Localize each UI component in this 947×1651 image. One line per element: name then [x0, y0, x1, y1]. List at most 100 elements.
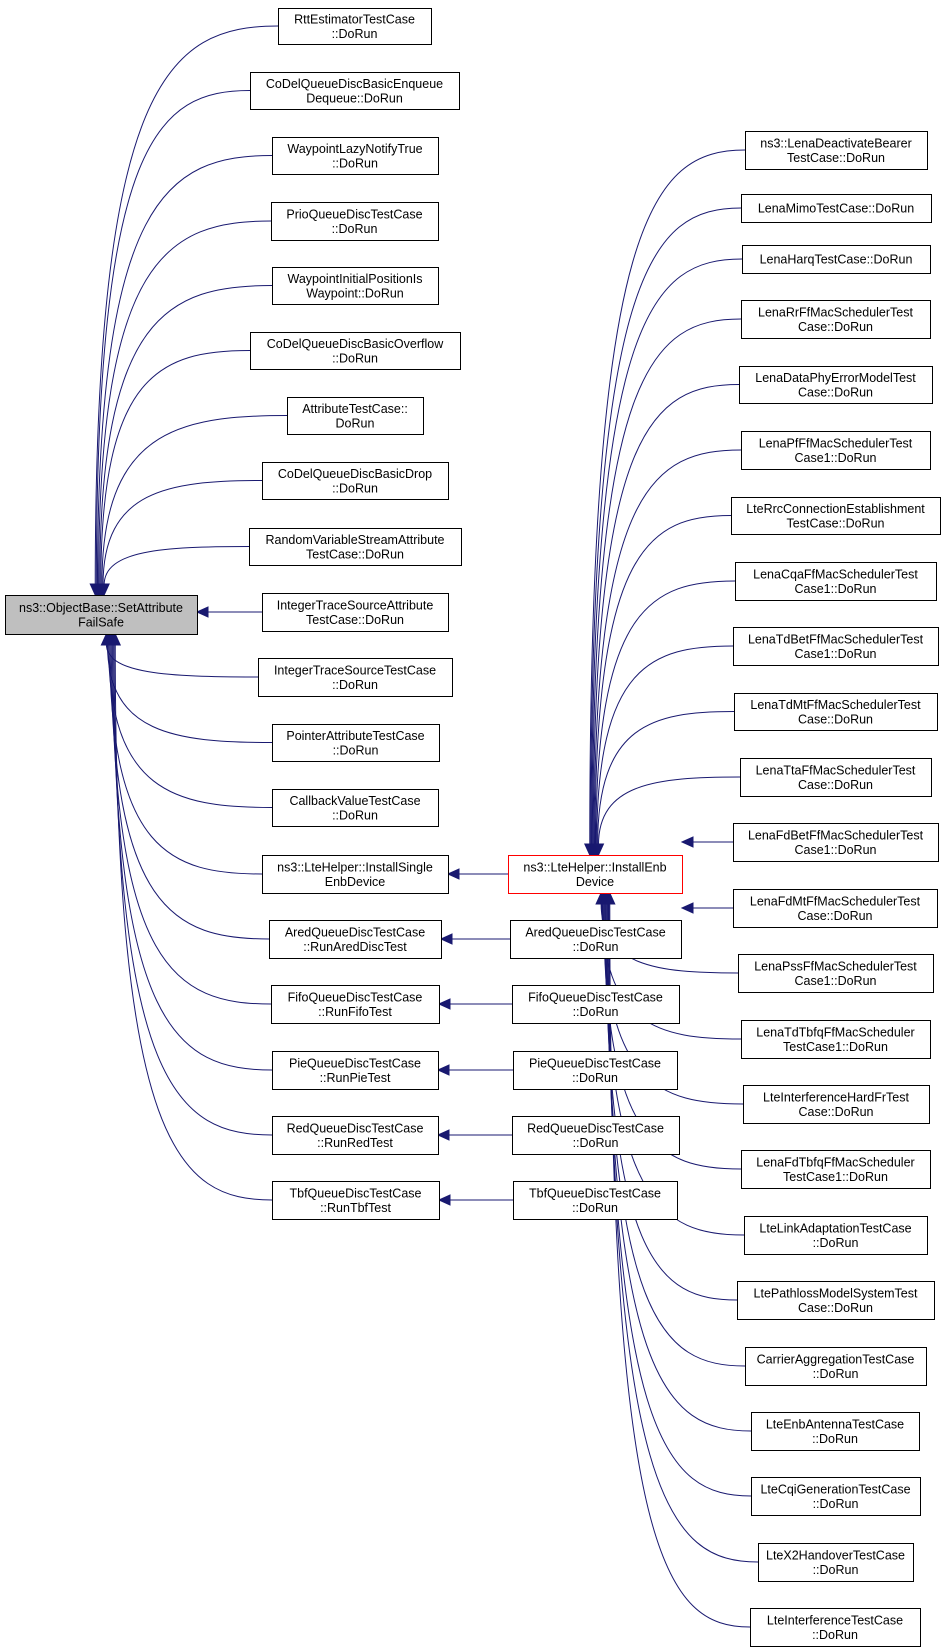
graph-node-l18[interactable]: RedQueueDiscTestCase::RunRedTest	[272, 1116, 439, 1155]
node-box[interactable]	[733, 823, 939, 862]
graph-node-l1[interactable]: RttEstimatorTestCase::DoRun	[278, 8, 432, 45]
graph-node-l13[interactable]: CallbackValueTestCase::DoRun	[272, 789, 439, 827]
node-box[interactable]	[741, 431, 931, 470]
node-box[interactable]	[272, 789, 439, 827]
node-box[interactable]	[262, 593, 449, 632]
node-box[interactable]	[250, 332, 461, 370]
node-box[interactable]	[269, 920, 442, 959]
node-box[interactable]	[250, 72, 460, 110]
node-box[interactable]	[262, 855, 449, 894]
graph-node-l3[interactable]: WaypointLazyNotifyTrue::DoRun	[272, 137, 439, 175]
node-box[interactable]	[510, 920, 682, 959]
graph-node-l9[interactable]: RandomVariableStreamAttributeTestCase::D…	[249, 528, 462, 566]
node-box[interactable]	[735, 562, 937, 601]
node-box[interactable]	[741, 1150, 931, 1189]
graph-node-l17[interactable]: PieQueueDiscTestCase::RunPieTest	[272, 1051, 439, 1090]
node-box[interactable]	[741, 1020, 931, 1059]
graph-node-m18[interactable]: RedQueueDiscTestCase::DoRun	[512, 1116, 680, 1155]
graph-node-l8[interactable]: CoDelQueueDiscBasicDrop::DoRun	[262, 462, 449, 500]
graph-node-m17[interactable]: PieQueueDiscTestCase::DoRun	[513, 1051, 678, 1090]
graph-node-r2[interactable]: LenaMimoTestCase::DoRun	[741, 194, 932, 223]
node-box[interactable]	[513, 1181, 678, 1220]
graph-node-l10[interactable]: IntegerTraceSourceAttributeTestCase::DoR…	[262, 593, 449, 632]
graph-node-l19[interactable]: TbfQueueDiscTestCase::RunTbfTest	[272, 1181, 440, 1220]
graph-node-r20[interactable]: CarrierAggregationTestCase::DoRun	[745, 1347, 927, 1386]
graph-node-l16[interactable]: FifoQueueDiscTestCase::RunFifoTest	[271, 985, 440, 1024]
node-box[interactable]	[742, 245, 931, 274]
node-box[interactable]	[278, 8, 432, 45]
node-box[interactable]	[512, 1116, 680, 1155]
graph-node-l12[interactable]: PointerAttributeTestCase::DoRun	[272, 724, 440, 762]
node-box[interactable]	[751, 1477, 921, 1516]
graph-node-r24[interactable]: LteInterferenceTestCase::DoRun	[750, 1608, 921, 1647]
node-box[interactable]	[751, 1412, 920, 1451]
graph-node-r21[interactable]: LteEnbAntennaTestCase::DoRun	[751, 1412, 920, 1451]
node-box[interactable]	[287, 397, 424, 435]
node-box[interactable]	[733, 627, 939, 666]
graph-node-m16[interactable]: FifoQueueDiscTestCase::DoRun	[512, 985, 680, 1024]
graph-node-m19[interactable]: TbfQueueDiscTestCase::DoRun	[513, 1181, 678, 1220]
node-box[interactable]	[271, 202, 439, 241]
graph-node-l11[interactable]: IntegerTraceSourceTestCase::DoRun	[258, 658, 453, 697]
node-box[interactable]	[272, 1116, 439, 1155]
node-box[interactable]	[258, 658, 453, 697]
node-box[interactable]	[5, 595, 198, 635]
node-box[interactable]	[740, 758, 932, 797]
node-box[interactable]	[513, 1051, 678, 1090]
node-box[interactable]	[744, 1216, 928, 1255]
node-box[interactable]	[745, 131, 928, 170]
node-box[interactable]	[738, 954, 934, 993]
graph-node-r3[interactable]: LenaHarqTestCase::DoRun	[742, 245, 931, 274]
node-box[interactable]	[739, 366, 933, 404]
node-box[interactable]	[741, 300, 931, 339]
graph-node-l15[interactable]: AredQueueDiscTestCase::RunAredDiscTest	[269, 920, 442, 959]
graph-node-m15[interactable]: AredQueueDiscTestCase::DoRun	[510, 920, 682, 959]
node-box[interactable]	[272, 724, 440, 762]
graph-node-l7[interactable]: AttributeTestCase::DoRun	[287, 397, 424, 435]
node-box[interactable]	[272, 137, 439, 175]
graph-node-l4[interactable]: PrioQueueDiscTestCase::DoRun	[271, 202, 439, 241]
node-box[interactable]	[734, 693, 938, 731]
node-box[interactable]	[741, 194, 932, 223]
node-box[interactable]	[272, 1181, 440, 1220]
node-box[interactable]	[271, 985, 440, 1024]
graph-node-r18[interactable]: LteLinkAdaptationTestCase::DoRun	[744, 1216, 928, 1255]
node-box[interactable]	[512, 985, 680, 1024]
graph-node-l6[interactable]: CoDelQueueDiscBasicOverflow::DoRun	[250, 332, 461, 370]
node-box[interactable]	[743, 1085, 930, 1124]
node-box[interactable]	[508, 855, 683, 894]
node-box[interactable]	[733, 889, 938, 928]
node-box[interactable]	[745, 1347, 927, 1386]
node-box[interactable]	[737, 1281, 935, 1320]
node-box[interactable]	[758, 1543, 914, 1582]
graph-node-r7[interactable]: LteRrcConnectionEstablishmentTestCase::D…	[731, 497, 941, 535]
graph-node-r23[interactable]: LteX2HandoverTestCase::DoRun	[758, 1543, 914, 1582]
node-box[interactable]	[262, 462, 449, 500]
node-box[interactable]	[249, 528, 462, 566]
node-box[interactable]	[731, 497, 941, 535]
graph-node-r22[interactable]: LteCqiGenerationTestCase::DoRun	[751, 1477, 921, 1516]
node-box[interactable]	[750, 1608, 921, 1647]
node-box[interactable]	[272, 1051, 439, 1090]
node-box[interactable]	[272, 267, 439, 305]
